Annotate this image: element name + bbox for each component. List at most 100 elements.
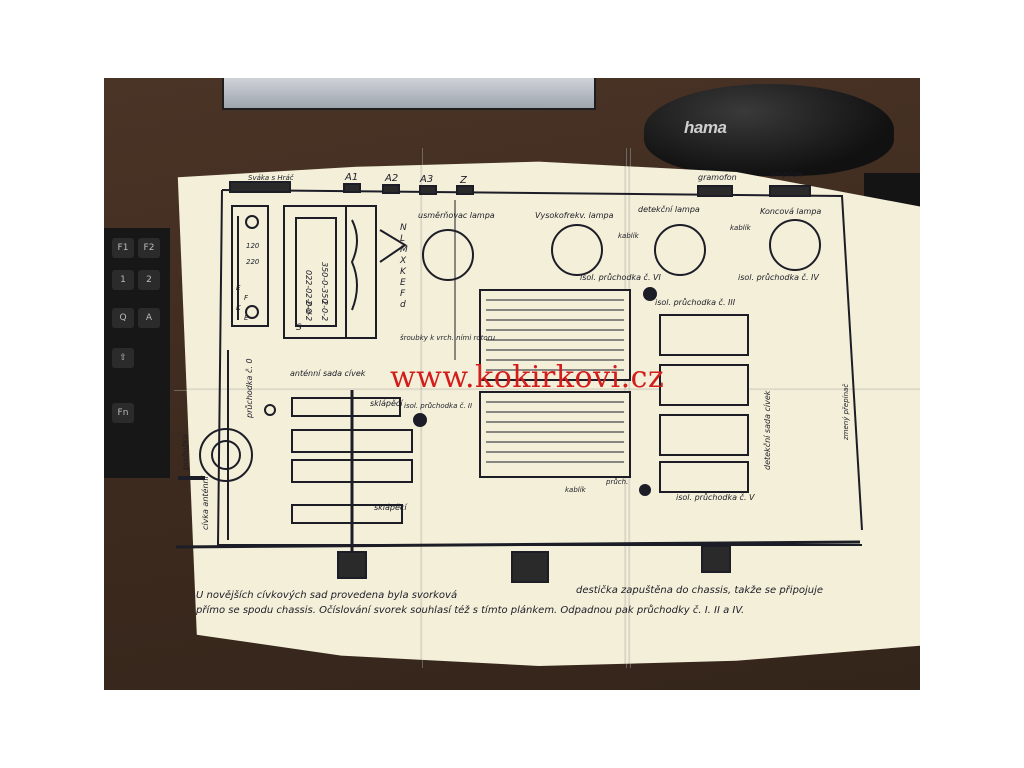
transformer-leads (379, 229, 407, 263)
antenna-dial-inner (211, 440, 241, 470)
prochodka-6-label: isol. průchodka č. VI (580, 272, 662, 282)
kablik-label: kablík (730, 224, 752, 232)
prochodka-4-label: isol. průchodka č. IV (738, 272, 819, 282)
tr-letter: K (400, 267, 407, 277)
transformer-letter-column: N L M X K E F d (399, 223, 408, 310)
background-card (222, 78, 596, 110)
tr-letter: F (400, 289, 406, 299)
footnote-line1b: destička zapuštěna do chassis, takže se … (576, 585, 824, 596)
tr-letter: X (399, 256, 407, 266)
tr-letter: L (400, 234, 405, 244)
prochodka-0-marker (264, 404, 276, 416)
terminal-label-gramofon: gramofon (698, 173, 737, 182)
keyboard-left: F1 F2 1 2 Q A ⇧ Fn (104, 228, 170, 478)
antenna-coil-4 (291, 504, 403, 524)
tr-letter: N (400, 223, 407, 233)
transformer-value-1: 022-02-0-d (304, 270, 313, 315)
computer-mouse (644, 84, 894, 176)
sklapeci-label-2: sklápěcí (374, 502, 408, 512)
prochodka-5-label: isol. průchodka č. V (676, 492, 755, 502)
left-block-value: 220 (246, 258, 260, 266)
terminal-label-amplion: amplion (770, 170, 802, 179)
detection-coil-3 (659, 414, 749, 456)
transformer-value-4: 2-0-2 (320, 300, 329, 321)
tube-label-vysokofrekvencni: Vysokofrekv. lampa (535, 211, 614, 220)
terminal-label-a1: A1 (344, 172, 358, 183)
capacitor-plates (486, 299, 624, 463)
kablik-label-top: kablík (618, 232, 640, 240)
left-block-value: 120 (246, 242, 260, 250)
terminal-label-z: Z (459, 175, 468, 186)
transformer-core (295, 217, 337, 327)
prochodka-3-label: isol. průchodka č. III (655, 297, 736, 307)
tr-letter: E (400, 278, 406, 288)
left-block-letter: E (244, 314, 249, 322)
terminal-a1 (343, 183, 361, 193)
key: ⇧ (112, 348, 134, 368)
sklapeci-label-1: sklápěcí (370, 398, 404, 408)
terminal-label-a2: A2 (384, 173, 398, 184)
capacitor-lower (479, 391, 631, 478)
terminal-z (456, 185, 474, 195)
key: 1 (112, 270, 134, 290)
left-block-letter: E (236, 284, 241, 292)
key: F2 (138, 238, 160, 258)
key: Q (112, 308, 134, 328)
left-block-letter: F (244, 294, 249, 302)
transformer-value-2: 350-0-350 (320, 262, 329, 303)
tube-label-detekcni: detekční lampa (638, 204, 700, 214)
knob-left (337, 551, 367, 579)
photograph: hama F1 F2 1 2 Q A ⇧ Fn (104, 78, 920, 690)
tube-socket-koncova (769, 219, 821, 271)
capacitor-upper (479, 289, 631, 381)
transformer-value-3: 2-0-2 (304, 300, 313, 321)
sroubky-label: šroubky k vrch. ními rotoru (400, 334, 496, 342)
key: Fn (112, 403, 134, 423)
detekcni-sada-label: detekční sada cívek (762, 390, 772, 470)
zmeny-label: zmený přepínač (842, 384, 850, 441)
prochodka-0-label: průchodka č. 0 (244, 358, 254, 419)
left-block-letter: K (236, 304, 242, 312)
corner-label: Sváka s Hráč (248, 174, 294, 182)
transformer-winding (350, 219, 358, 311)
paper-fold (174, 388, 920, 391)
knob-center (511, 551, 549, 583)
chassis-base (175, 540, 861, 549)
prich-label: průch. (605, 478, 628, 486)
detection-coil-2 (659, 364, 749, 406)
tr-letter: M (400, 245, 408, 255)
prochodka-3-marker (643, 287, 657, 301)
transformer-value-5: S (296, 323, 302, 333)
detection-coil-4 (659, 461, 749, 493)
footnote-line1a: U novějších cívkových sad provedena byla… (196, 590, 458, 601)
prochodka-2-label: isol. průchodka č. II (404, 402, 472, 410)
podlozka-label: podložka (181, 434, 190, 471)
tube-socket-usmernovac (422, 229, 474, 281)
antenna-dial (199, 428, 253, 482)
terminal-a2 (382, 184, 400, 194)
terminal-gramofon (697, 185, 733, 197)
antenna-coil-1 (291, 397, 401, 417)
civka-antenni-label: cívka anténní (200, 474, 210, 530)
mouse-brand-logo: hama (684, 118, 727, 137)
mains-screw (245, 305, 259, 319)
prochodka-2-marker (413, 413, 427, 427)
terminal-strip (229, 181, 291, 193)
knob-right (701, 545, 731, 573)
detection-coil-1 (659, 314, 749, 356)
mains-screw (245, 215, 259, 229)
transformer-right (345, 205, 377, 339)
terminal-label-a3: A3 (419, 174, 433, 185)
terminal-a3 (419, 185, 437, 195)
key: A (138, 308, 160, 328)
footnote-line2: přímo se spodu chassis. Očíslování svore… (196, 605, 745, 616)
prochodka-5-marker (639, 484, 651, 496)
terminal-amplion (769, 185, 811, 197)
tube-label-koncova: Koncová lampa (760, 207, 821, 216)
tube-socket-vysokofrekvencni (551, 224, 603, 276)
watermark: www.kokirkovi.cz (390, 360, 665, 395)
key: F1 (112, 238, 134, 258)
tube-label-usmernovac: usměrňovac lampa (418, 210, 495, 220)
